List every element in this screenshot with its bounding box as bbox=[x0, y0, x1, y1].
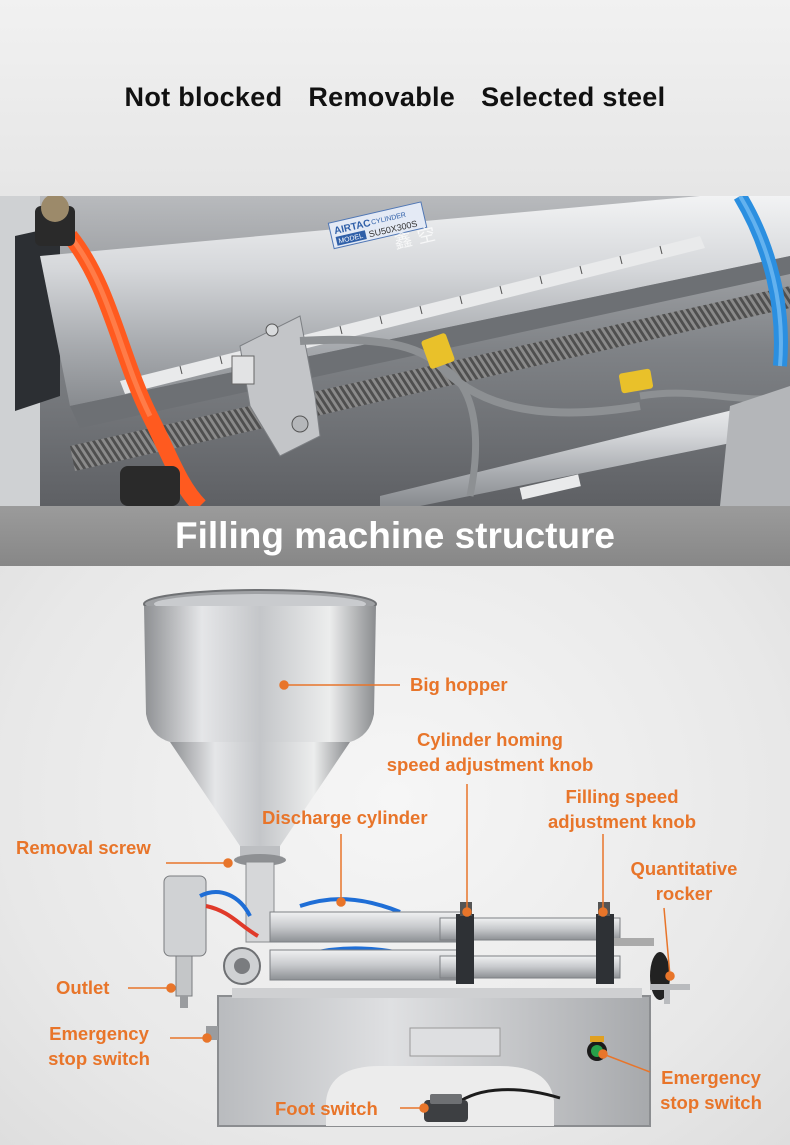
label-emergency-stop-left-line1: Emergency bbox=[49, 1023, 149, 1044]
cylinder-illustration: AIRTAC CYLINDER MODEL SU50X300S 鑫 空 bbox=[0, 196, 790, 506]
label-emergency-stop-left-line2: stop switch bbox=[48, 1048, 150, 1069]
label-quantitative-rocker: Quantitative rocker bbox=[620, 856, 748, 906]
section-header-bar: Filling machine structure bbox=[0, 506, 790, 566]
feature-banner: Not blocked Removable Selected steel bbox=[0, 0, 790, 196]
label-emergency-stop-left: Emergency stop switch bbox=[40, 1021, 158, 1071]
feature-row: Not blocked Removable Selected steel bbox=[0, 82, 790, 113]
label-removal-screw: Removal screw bbox=[16, 837, 151, 858]
label-big-hopper: Big hopper bbox=[410, 674, 508, 695]
machine-structure-diagram: Big hopper Cylinder homing speed adjustm… bbox=[0, 566, 790, 1145]
label-filling-speed-line2: adjustment knob bbox=[547, 811, 696, 832]
section-title: Filling machine structure bbox=[175, 515, 615, 556]
label-emergency-stop-right-line1: Emergency bbox=[661, 1067, 761, 1088]
label-emergency-stop-right: Emergency stop switch bbox=[652, 1065, 770, 1115]
label-cylinder-homing: Cylinder homing speed adjustment knob bbox=[378, 727, 602, 777]
feature-selected-steel: Selected steel bbox=[481, 82, 666, 112]
feature-removable: Removable bbox=[308, 82, 456, 112]
label-outlet: Outlet bbox=[56, 977, 110, 998]
label-foot-switch: Foot switch bbox=[275, 1098, 378, 1119]
label-quantitative-rocker-line2: rocker bbox=[655, 883, 713, 904]
cylinder-closeup-photo: AIRTAC CYLINDER MODEL SU50X300S 鑫 空 bbox=[0, 196, 790, 506]
filling-machine-illustration bbox=[128, 589, 690, 1127]
label-quantitative-rocker-line1: Quantitative bbox=[630, 858, 738, 879]
label-filling-speed: Filling speed adjustment knob bbox=[540, 784, 704, 834]
feature-not-blocked: Not blocked bbox=[124, 82, 283, 112]
label-emergency-stop-right-line2: stop switch bbox=[660, 1092, 762, 1113]
label-discharge-cylinder: Discharge cylinder bbox=[262, 807, 428, 828]
label-cylinder-homing-line1: Cylinder homing bbox=[417, 729, 563, 750]
label-filling-speed-line1: Filling speed bbox=[565, 786, 679, 807]
label-cylinder-homing-line2: speed adjustment knob bbox=[386, 754, 594, 775]
